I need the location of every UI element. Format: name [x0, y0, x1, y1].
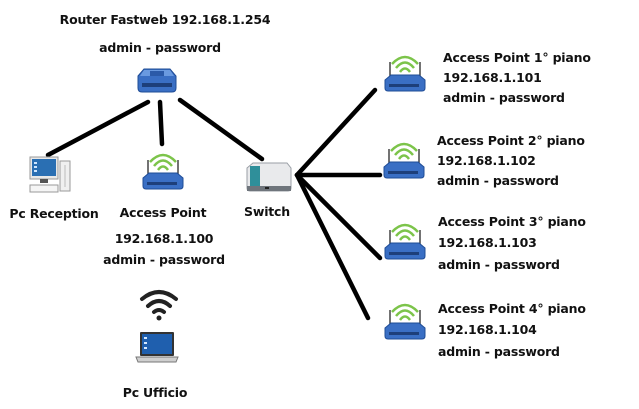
- wireless-access-point-icon[interactable]: [382, 298, 428, 340]
- floor-ap-ip: 192.168.1.102: [437, 153, 536, 168]
- floor-ap-ip: 192.168.1.101: [443, 70, 542, 85]
- link-switch-ap1: [294, 87, 378, 178]
- link-router-access-point: [157, 99, 165, 147]
- router-icon[interactable]: [134, 66, 180, 94]
- laptop-icon[interactable]: [134, 330, 180, 364]
- link-router-switch: [177, 97, 265, 162]
- floor-ap-label: Access Point 4° piano: [438, 301, 586, 316]
- network-switch-icon[interactable]: [243, 160, 293, 194]
- router-credentials: admin - password: [99, 40, 221, 55]
- floor-ap-ip: 192.168.1.104: [438, 322, 537, 337]
- wireless-access-point-icon[interactable]: [382, 218, 428, 260]
- access-point-label: Access Point: [119, 205, 207, 220]
- wireless-access-point-icon[interactable]: [140, 148, 186, 190]
- wireless-access-point-icon[interactable]: [382, 50, 428, 92]
- wireless-access-point-icon[interactable]: [381, 137, 427, 179]
- link-switch-ap4: [294, 172, 371, 321]
- floor-ap-label: Access Point 2° piano: [437, 133, 585, 148]
- pc-reception-label: Pc Reception: [9, 206, 99, 221]
- link-router-pc-reception: [45, 99, 151, 158]
- switch-label: Switch: [244, 204, 290, 219]
- desktop-pc-icon[interactable]: [28, 155, 74, 195]
- link-switch-ap3: [294, 172, 383, 261]
- access-point-ip: 192.168.1.100: [114, 231, 214, 246]
- floor-ap-credentials: admin - password: [443, 90, 565, 105]
- pc-ufficio-label: Pc Ufficio: [122, 385, 188, 400]
- floor-ap-credentials: admin - password: [438, 344, 560, 359]
- floor-ap-credentials: admin - password: [438, 257, 560, 272]
- floor-ap-ip: 192.168.1.103: [438, 235, 537, 250]
- wifi-icon: [140, 290, 178, 321]
- router-title: Router Fastweb 192.168.1.254: [59, 12, 271, 27]
- floor-ap-label: Access Point 3° piano: [438, 214, 586, 229]
- floor-ap-credentials: admin - password: [437, 173, 559, 188]
- floor-ap-label: Access Point 1° piano: [443, 50, 591, 65]
- access-point-credentials: admin - password: [103, 252, 225, 267]
